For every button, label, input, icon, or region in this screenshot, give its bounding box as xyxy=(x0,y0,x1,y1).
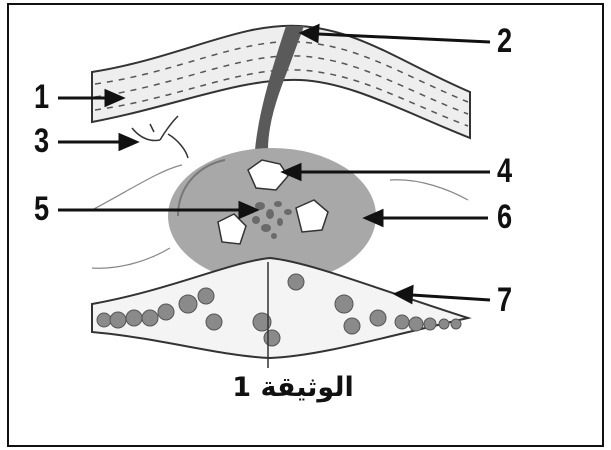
label-4: 4 xyxy=(497,154,512,188)
contour-line xyxy=(390,180,468,200)
label-7: 7 xyxy=(497,283,512,317)
label-1: 1 xyxy=(34,80,49,114)
figure-caption: الوثيقة 1 xyxy=(218,372,368,403)
label-5: 5 xyxy=(34,192,49,226)
label-3: 3 xyxy=(34,124,49,158)
lower-cell xyxy=(92,258,468,358)
thin-fiber xyxy=(132,116,188,158)
label-2: 2 xyxy=(497,24,512,58)
label-6: 6 xyxy=(497,200,512,234)
